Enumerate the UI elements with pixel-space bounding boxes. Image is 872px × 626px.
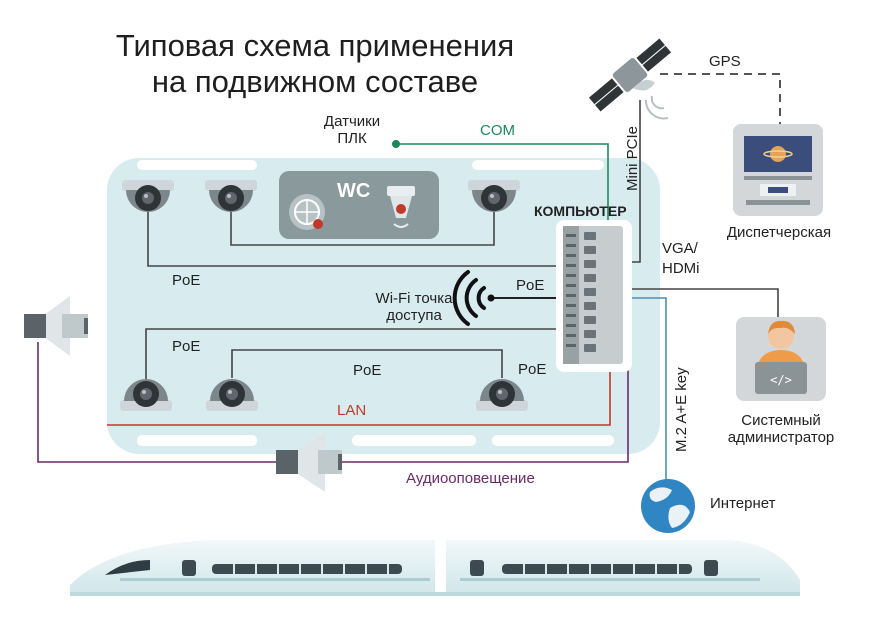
car-window — [137, 435, 257, 446]
computer-label: КОМПЬЮТЕР — [534, 203, 627, 219]
wc-icon — [289, 186, 415, 230]
dispatch-label: Диспетчерская — [726, 224, 832, 241]
lan-label: LAN — [337, 402, 367, 419]
vga-line: HDMi — [662, 260, 700, 277]
audio-label: Аудиооповещение — [406, 470, 535, 487]
wifi-line: доступа — [386, 307, 442, 324]
admin-line: администратор — [727, 429, 835, 446]
svg-text:</>: </> — [770, 373, 792, 387]
poe-label: PoE — [353, 362, 382, 379]
car-body — [107, 158, 660, 454]
gps-label: GPS — [709, 53, 741, 70]
wifi-icon — [452, 270, 486, 326]
mini-pcie-label: Mini PCIe — [624, 125, 641, 191]
vga-label: VGA/ HDMi — [662, 240, 700, 277]
satellite-icon — [588, 38, 672, 112]
com-label: COM — [480, 122, 515, 139]
poe-label: PoE — [516, 277, 545, 294]
title-line: на подвижном составе — [151, 64, 479, 99]
com-line — [396, 143, 609, 238]
globe-icon — [641, 479, 695, 533]
sensors-line: Датчики — [323, 113, 381, 130]
train-icon — [70, 540, 800, 596]
sensors-line: ПЛК — [337, 130, 367, 147]
computer-icon — [556, 220, 632, 372]
wifi-label: Wi-Fi точка доступа — [366, 290, 462, 324]
poe-label: PoE — [172, 338, 201, 355]
admin-icon: </> — [736, 317, 826, 401]
vga-line — [606, 288, 779, 318]
vga-line: VGA/ — [662, 240, 698, 257]
admin-label: Системный администратор — [710, 412, 852, 446]
car-window — [352, 435, 476, 446]
admin-line: Системный — [741, 412, 821, 429]
speaker-icon — [276, 432, 342, 492]
page-title: Типовая схема применения на подвижном со… — [90, 28, 540, 100]
wifi-line: Wi-Fi точка — [375, 290, 453, 307]
car-window — [492, 435, 614, 446]
poe-label: PoE — [172, 272, 201, 289]
m2-label: M.2 A+E key — [673, 367, 690, 452]
sensors-label: Датчики ПЛК — [312, 113, 392, 147]
poe-label: PoE — [518, 361, 547, 378]
gps-link — [660, 73, 781, 125]
title-line: Типовая схема применения — [115, 28, 515, 63]
wc-label: WC — [337, 180, 371, 202]
speaker-icon — [24, 296, 88, 356]
monitor-icon — [733, 124, 823, 216]
internet-label: Интернет — [710, 495, 776, 512]
car-window — [137, 160, 257, 170]
lan-line — [107, 360, 611, 426]
car-window — [472, 160, 604, 170]
